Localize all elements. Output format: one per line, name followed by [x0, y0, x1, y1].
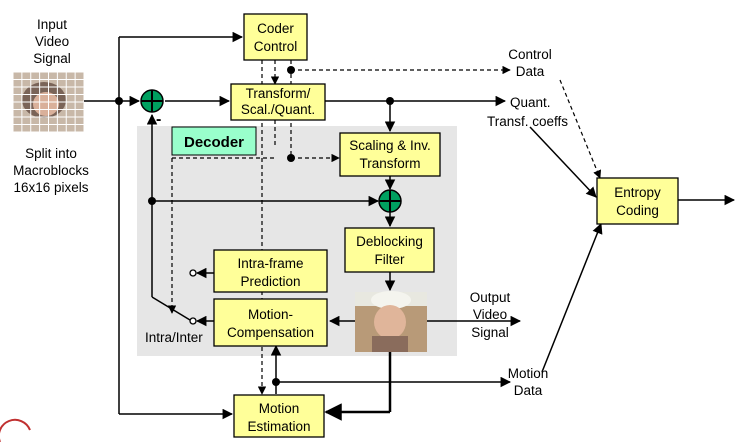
signal-paths — [84, 31, 736, 421]
decoder-label: Decoder — [184, 134, 244, 151]
quant-coeffs-label: Quant. Transf. coeffs — [487, 95, 568, 129]
control-paths — [167, 60, 602, 395]
switch-contact-inter — [189, 317, 197, 325]
control-data-line-2: Data — [516, 64, 545, 79]
motion-compensation-block: Motion- Compensation — [213, 298, 328, 347]
scaling-block: Scaling & Inv. Transform — [339, 132, 441, 177]
deblocking-line-2: Filter — [375, 252, 406, 267]
output-label-line-1: Output — [470, 290, 511, 305]
input-label: Input Video Signal — [33, 17, 71, 66]
motion-est-line-2: Estimation — [247, 419, 310, 434]
adder-node — [378, 189, 402, 213]
transform-block: Transform/ Scal./Quant. — [230, 83, 326, 121]
logo-fragment — [0, 418, 31, 442]
scaling-line-2: Transform — [359, 156, 420, 171]
entropy-line-1: Entropy — [614, 185, 661, 200]
coder-control-block: Coder Control — [243, 13, 308, 61]
intra-inter-label: Intra/Inter — [145, 330, 203, 345]
output-label-line-3: Signal — [471, 325, 509, 340]
output-video-thumbnail — [355, 291, 427, 352]
intra-line-2: Prediction — [240, 274, 300, 289]
control-data-label: Control Data — [508, 47, 552, 79]
junction-dots — [115, 66, 394, 386]
split-label-line-2: Macroblocks — [13, 163, 89, 178]
scaling-line-1: Scaling & Inv. — [349, 138, 431, 153]
coder-control-line-1: Coder — [257, 21, 294, 36]
minus-sign: - — [156, 111, 161, 128]
quant-coeffs-line-2: Transf. coeffs — [487, 114, 568, 129]
motion-data-line-2: Data — [514, 383, 543, 398]
split-label-line-3: 16x16 pixels — [13, 180, 88, 195]
motion-est-line-1: Motion — [259, 401, 300, 416]
motion-comp-line-1: Motion- — [248, 307, 293, 322]
control-data-line-1: Control — [508, 47, 552, 62]
subtractor-node — [140, 89, 164, 113]
switch-contact-intra — [189, 269, 197, 277]
deblocking-line-1: Deblocking — [356, 234, 423, 249]
deblocking-block: Deblocking Filter — [344, 227, 435, 273]
input-label-line-1: Input — [37, 17, 67, 32]
quant-coeffs-line-1: Quant. — [510, 95, 551, 110]
motion-data-line-1: Motion — [508, 366, 549, 381]
output-label-line-2: Video — [473, 307, 507, 322]
motion-data-label: Motion Data — [508, 366, 549, 398]
input-video-thumbnail — [12, 71, 85, 133]
transform-line-2: Scal./Quant. — [241, 102, 315, 117]
entropy-line-2: Coding — [616, 203, 659, 218]
split-label: Split into Macroblocks 16x16 pixels — [13, 146, 89, 195]
intra-line-1: Intra-frame — [237, 256, 303, 271]
transform-line-1: Transform/ — [246, 86, 311, 101]
entropy-coding-block: Entropy Coding — [596, 177, 679, 225]
motion-comp-line-2: Compensation — [227, 325, 314, 340]
coder-control-line-2: Control — [254, 39, 298, 54]
decoder-label-box: Decoder — [171, 126, 257, 156]
output-label: Output Video Signal — [470, 290, 511, 340]
split-label-line-1: Split into — [25, 146, 77, 161]
input-label-line-2: Video — [35, 34, 69, 49]
input-label-line-3: Signal — [33, 51, 71, 66]
motion-estimation-block: Motion Estimation — [233, 394, 325, 438]
intra-prediction-block: Intra-frame Prediction — [213, 249, 328, 293]
